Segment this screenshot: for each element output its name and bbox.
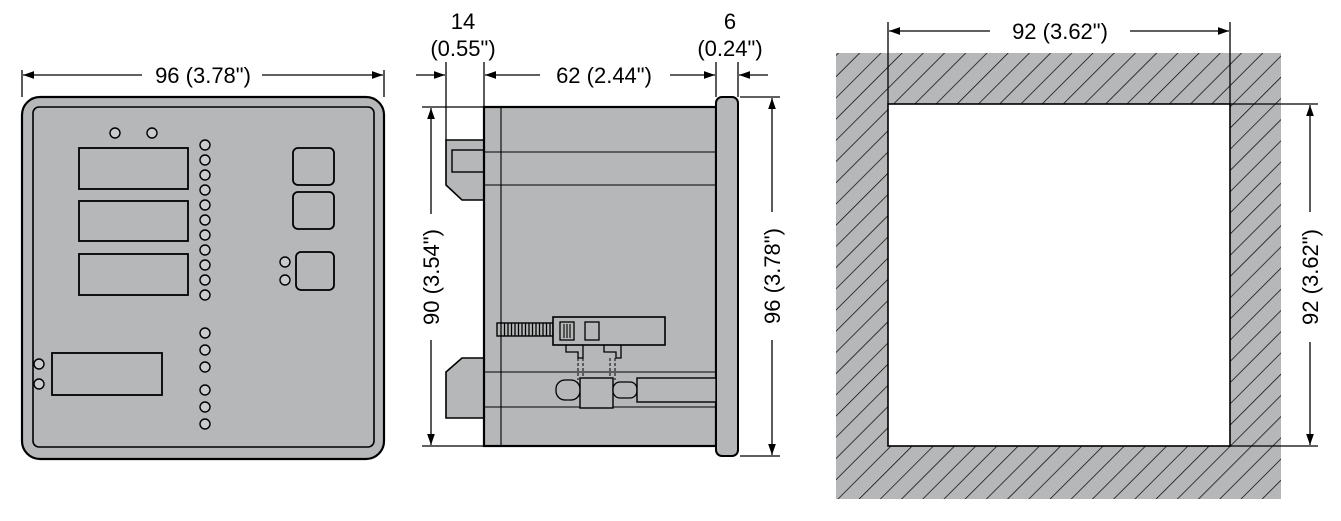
front-view: 96 (3.78") bbox=[20, 63, 386, 461]
led-indicator bbox=[33, 378, 45, 390]
panel-cutout bbox=[887, 103, 1231, 447]
side-14-label: 14 bbox=[451, 9, 475, 34]
led-indicator bbox=[199, 401, 211, 413]
mounting-clip-bottom bbox=[445, 357, 485, 419]
side-6-label: 6 bbox=[724, 9, 736, 34]
led-indicator bbox=[199, 139, 211, 151]
led-indicator bbox=[199, 274, 211, 286]
side-depth-label: 62 (2.44") bbox=[556, 63, 652, 88]
side-view: 14 (0.55") 6 (0.24") 62 (2.44") 90 (3.54… bbox=[416, 9, 785, 457]
front-inner-frame bbox=[32, 106, 375, 448]
front-button-1 bbox=[292, 147, 335, 186]
side-outer-height-label: 96 (3.78") bbox=[760, 228, 785, 324]
led-indicator bbox=[109, 127, 121, 139]
front-button-2 bbox=[292, 191, 335, 230]
side-inner-height-label: 90 (3.54") bbox=[419, 229, 444, 325]
led-indicator bbox=[199, 361, 211, 373]
led-indicator bbox=[199, 418, 211, 430]
led-indicator bbox=[199, 289, 211, 301]
display-window-2 bbox=[78, 200, 189, 242]
led-indicator bbox=[199, 184, 211, 196]
cutout-height-dimension: 92 (3.62") bbox=[1230, 103, 1328, 447]
side-outer-height-dimension: 96 (3.78") bbox=[740, 96, 785, 457]
front-width-dimension: 96 (3.78") bbox=[21, 63, 385, 97]
side-6-inch-label: (0.24") bbox=[697, 36, 762, 61]
clip-slot bbox=[451, 149, 485, 173]
side-14-inch-label: (0.55") bbox=[430, 36, 495, 61]
led-indicator bbox=[199, 344, 211, 356]
led-indicator bbox=[199, 384, 211, 396]
led-indicator bbox=[199, 327, 211, 339]
side-inner-height-dimension: 90 (3.54") bbox=[419, 106, 484, 447]
side-top-dimensions: 14 (0.55") 6 (0.24") 62 (2.44") bbox=[416, 9, 768, 140]
front-button-3 bbox=[295, 251, 335, 291]
led-indicator bbox=[199, 229, 211, 241]
cutout-view: 92 (3.62") 92 (3.62") bbox=[836, 18, 1328, 499]
cutout-width-label: 92 (3.62") bbox=[1012, 19, 1108, 44]
led-column bbox=[199, 139, 211, 430]
led-indicator bbox=[199, 169, 211, 181]
led-indicator bbox=[199, 154, 211, 166]
front-width-label: 96 (3.78") bbox=[155, 63, 251, 88]
led-indicator bbox=[199, 244, 211, 256]
led-indicator bbox=[33, 358, 45, 370]
led-indicator bbox=[199, 214, 211, 226]
display-window-3 bbox=[78, 253, 189, 296]
display-window-4 bbox=[51, 352, 163, 396]
cutout-width-dimension: 92 (3.62") bbox=[887, 18, 1231, 104]
side-bezel bbox=[715, 96, 739, 457]
display-window-1 bbox=[78, 147, 189, 190]
led-indicator bbox=[279, 274, 291, 286]
fixing-screw-bracket bbox=[496, 316, 717, 409]
led-indicator bbox=[199, 199, 211, 211]
led-indicator bbox=[146, 127, 158, 139]
led-indicator bbox=[279, 256, 291, 268]
cutout-height-label: 92 (3.62") bbox=[1298, 229, 1323, 325]
led-indicator bbox=[199, 259, 211, 271]
